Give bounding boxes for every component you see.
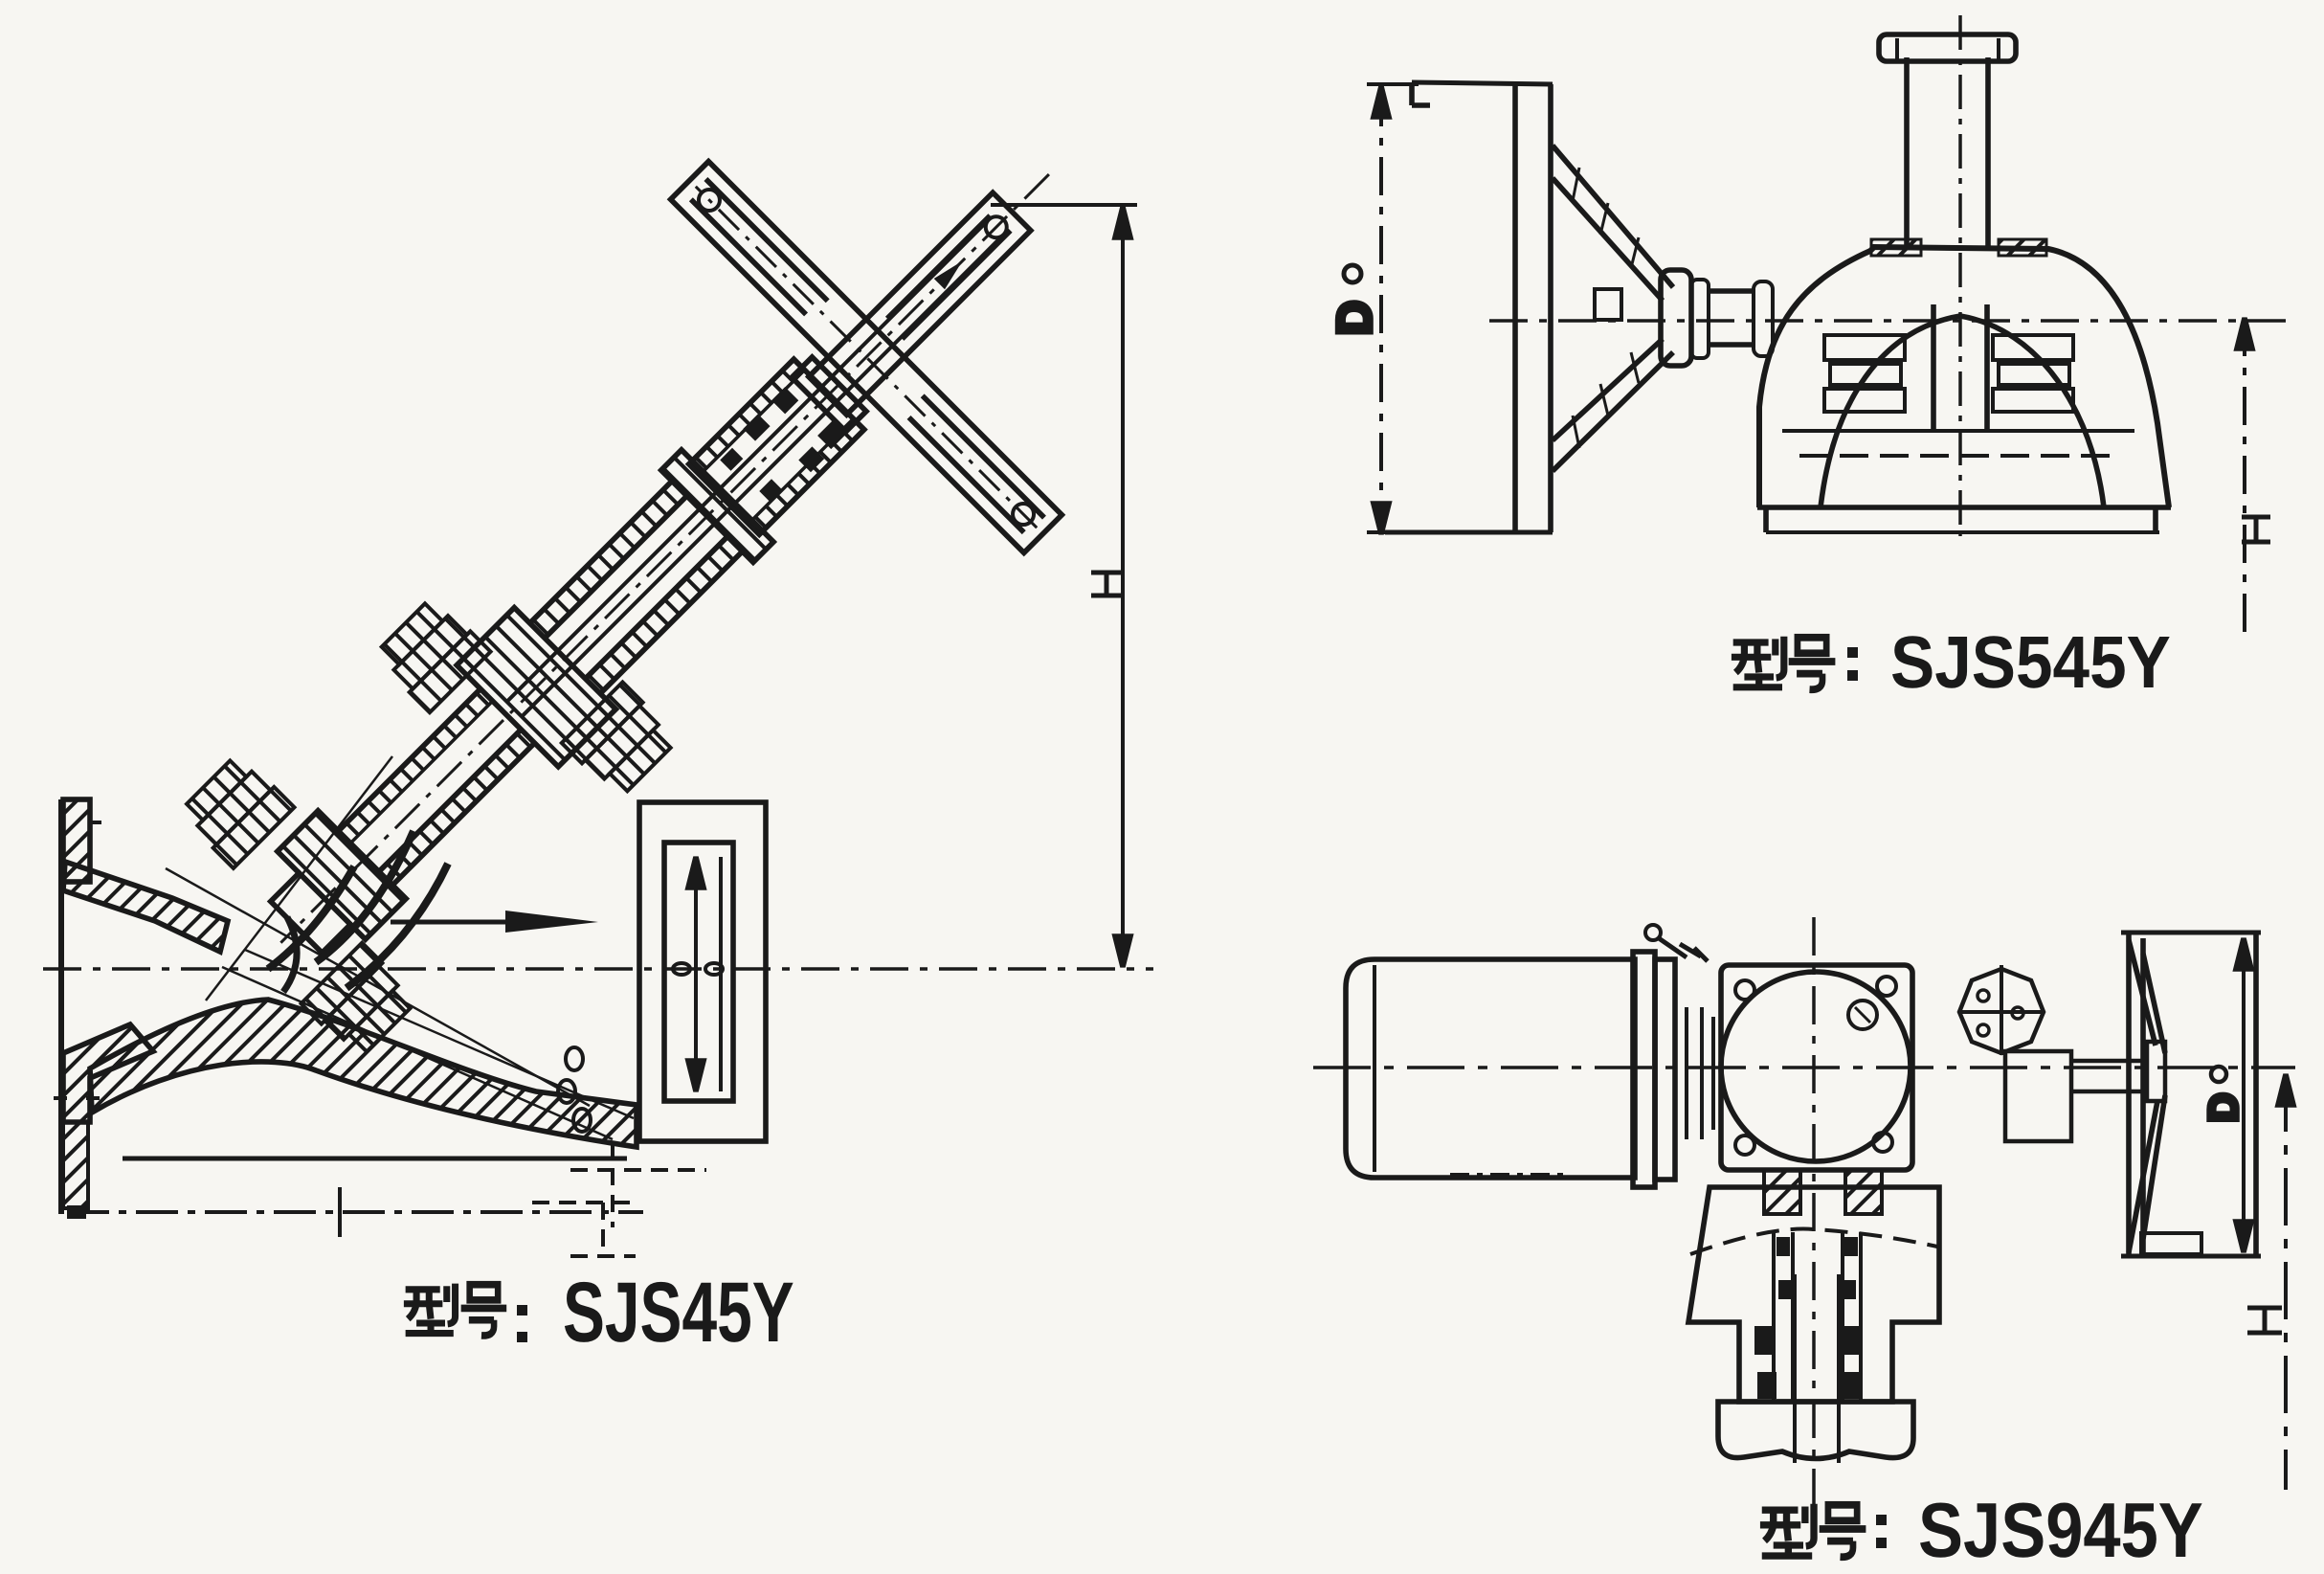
svg-text:D: D bbox=[1328, 301, 1381, 335]
svg-text:SJS945Y: SJS945Y bbox=[1918, 1488, 2203, 1574]
svg-text:D: D bbox=[2201, 1093, 2246, 1122]
svg-text:SJS45Y: SJS45Y bbox=[563, 1264, 794, 1360]
svg-text:SJS545Y: SJS545Y bbox=[1890, 621, 2171, 704]
